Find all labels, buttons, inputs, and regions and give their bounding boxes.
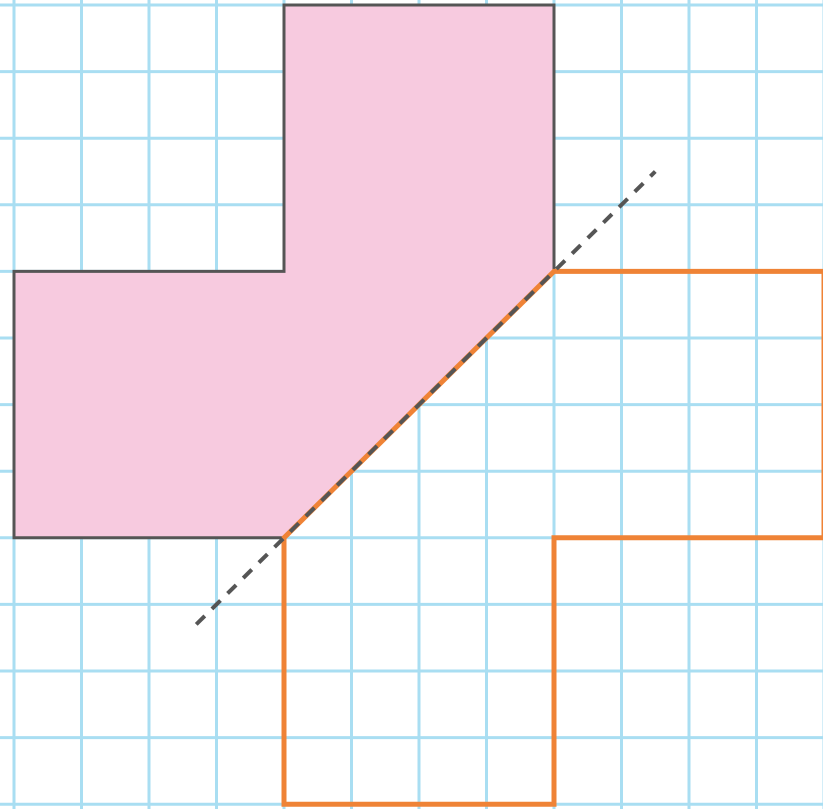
original-pink-shape <box>12 3 556 540</box>
reflected-orange-outline <box>281 268 823 807</box>
dashed-mirror-line <box>194 170 657 626</box>
